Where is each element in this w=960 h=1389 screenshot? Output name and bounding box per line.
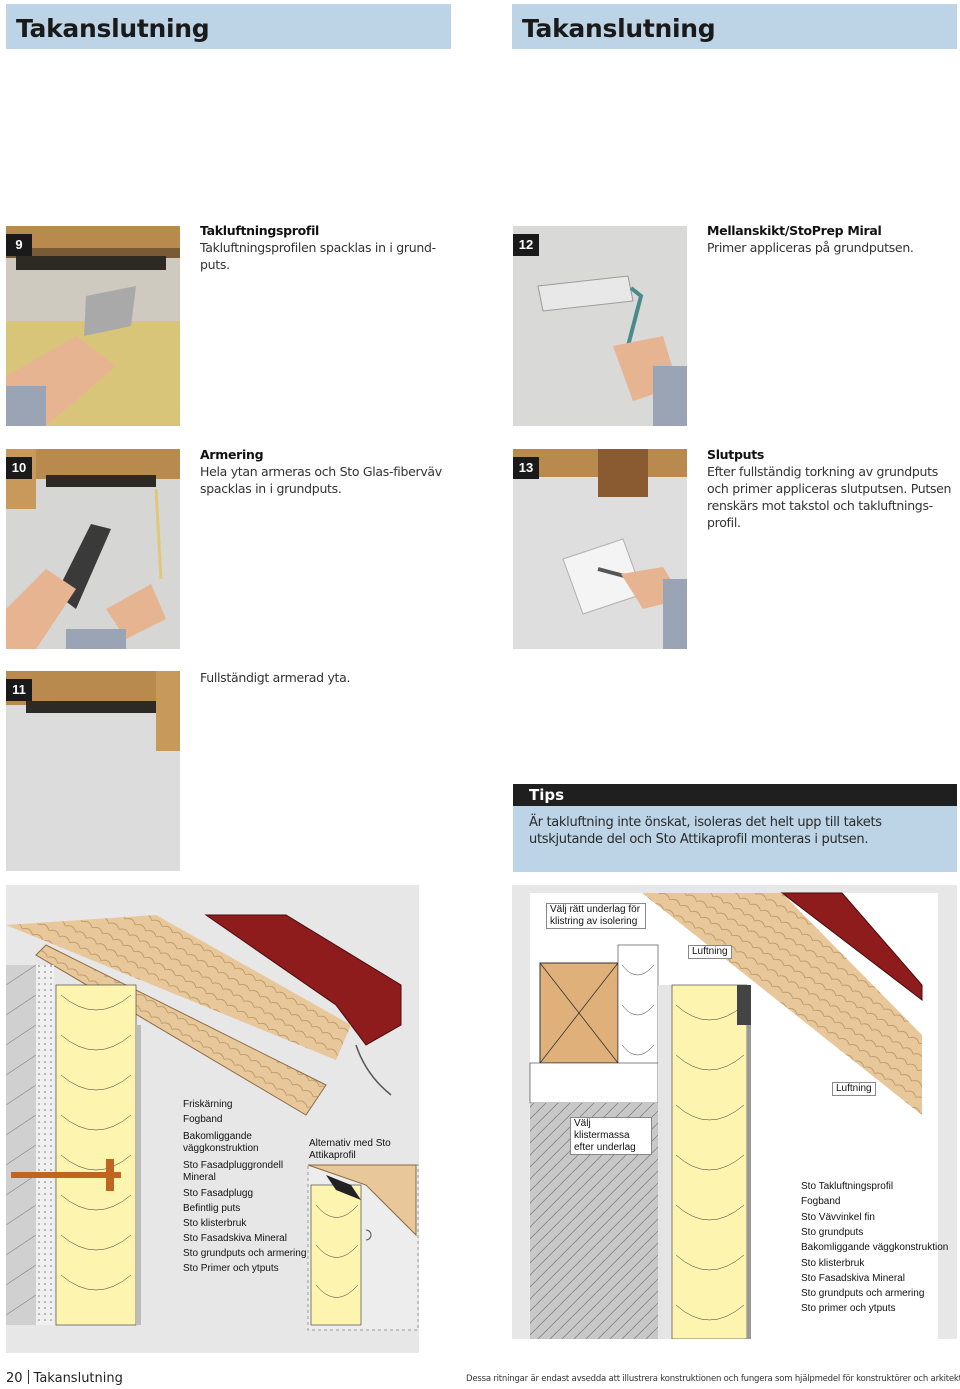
step-12-photo: 12 [513,226,687,426]
step-11-number: 11 [6,679,32,701]
step-10-text: Armering Hela ytan armeras och Sto Glas-… [200,446,450,497]
label-fasadplugg: Sto Fasadplugg [183,1188,254,1199]
step-12-body: Primer appliceras på grundputsen. [707,240,914,255]
label-alternativ-attikaprofil: Alternativ med Sto Attikaprofil [309,1138,391,1161]
page-title-left: Takanslutning [16,14,210,43]
label-vavvinkel: Sto Vävvinkel fin [801,1212,875,1223]
header-left: Takanslutning [6,4,451,49]
step-13-body: Efter fullständig torkning av grundputs … [707,464,952,530]
label-fogband-right: Fogband [801,1196,841,1207]
step-11-photo: 11 [6,671,180,871]
step-9-number: 9 [6,234,32,256]
footer-divider [27,1370,29,1384]
drawing-right-illustration [529,892,938,1339]
step-11-body: Fullständigt armerad yta. [200,670,351,685]
label-grundputs-right: Sto grundputs [801,1227,864,1238]
label-friskarning: Friskärning [183,1099,233,1110]
label-primer-ytputs: Sto Primer och ytputs [183,1263,279,1274]
box-valj-klistermassa: Välj klistermassa efter underlag [570,1117,652,1155]
step-12-title: Mellanskikt/StoPrep Miral [707,223,882,238]
step-11-text: Fullständigt armerad yta. [200,669,450,686]
step-9-title: Takluftningsprofil [200,223,320,238]
label-klisterbruk: Sto klisterbruk [183,1218,247,1229]
label-grundputs-armering: Sto grundputs och armering [183,1248,307,1259]
step-12-text: Mellanskikt/StoPrep Miral Primer applice… [707,222,957,256]
tips-heading: Tips [513,784,957,806]
label-fasadskiva-right: Sto Fasadskiva Mineral [801,1273,905,1284]
label-befintlig-puts: Befintlig puts [183,1203,241,1214]
label-bakomliggande: Bakomliggande väggkonstruktion [183,1131,259,1154]
step-9-body: Takluftningsprofilen spacklas in i grund… [200,240,436,272]
drawing-right: Välj rätt underlag för klistring av isol… [512,885,957,1339]
tips-text: Är takluftning inte önskat, isoleras det… [529,815,882,847]
label-grundputs-armering-right: Sto grundputs och armering [801,1288,925,1299]
step-10-title: Armering [200,447,264,462]
label-fogband: Fogband [183,1114,223,1125]
drawing-left: Friskärning Fogband Bakomliggande väggko… [6,885,419,1353]
step-10-number: 10 [6,457,32,479]
label-klisterbruk-right: Sto klisterbruk [801,1258,865,1269]
drawing-left-illustration [6,914,419,1331]
step-13-text: Slutputs Efter fullständig torkning av g… [707,446,952,531]
footer-disclaimer: Dessa ritningar är endast avsedda att il… [466,1374,960,1384]
step-13-number: 13 [513,457,539,479]
step-9-text: Takluftningsprofil Takluftningsprofilen … [200,222,450,273]
step-13-photo: 13 [513,449,687,649]
label-fasadpluggrondell: Sto Fasadpluggrondell Mineral [183,1160,284,1183]
label-takluftningsprofil: Sto Takluftningsprofil [801,1181,894,1192]
box-luftning-2: Luftning [832,1082,876,1096]
step-13-title: Slutputs [707,447,765,462]
step-10-photo: 10 [6,449,180,649]
footer-section: Takanslutning [33,1371,123,1386]
header-right: Takanslutning [512,4,957,49]
footer-page: 20 Takanslutning [6,1370,123,1386]
page-title-right: Takanslutning [522,14,716,43]
label-bakomliggande-right: Bakomliggande väggkonstruktion [801,1242,949,1253]
tips-box: Tips Är takluftning inte önskat, isolera… [513,784,957,872]
box-valj-underlag: Välj rätt underlag för klistring av isol… [546,903,646,929]
label-fasadskiva: Sto Fasadskiva Mineral [183,1233,287,1244]
step-9-photo: 9 [6,226,180,426]
box-luftning-1: Luftning [688,945,732,959]
step-12-number: 12 [513,234,539,256]
step-10-body: Hela ytan armeras och Sto Glas-fiberväv … [200,464,442,496]
page-number: 20 [6,1371,23,1386]
label-primer-ytputs-right: Sto primer och ytputs [801,1303,896,1314]
